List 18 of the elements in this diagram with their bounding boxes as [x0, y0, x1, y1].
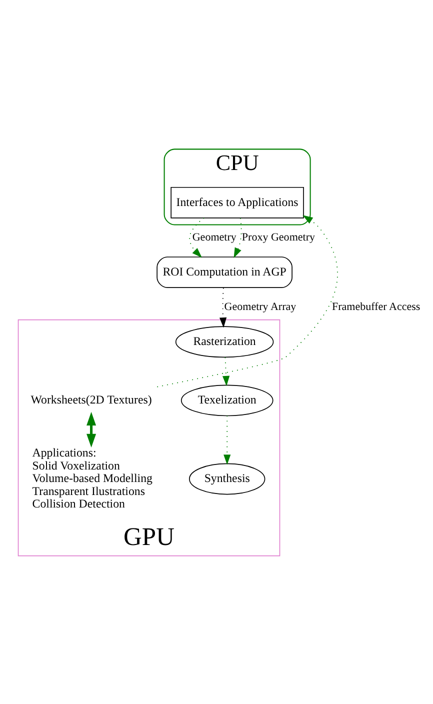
arrow	[222, 356, 230, 386]
edge-label: Proxy Geometry	[242, 230, 316, 243]
node-text: Applications: Solid Voxelization Volume-based Modelling Transparent Ilustrations Collision Detection	[32, 445, 152, 510]
edge-label: Geometry Array	[224, 300, 296, 312]
node-box: Interfaces to Applications	[170, 186, 304, 218]
node-box: ROI Computation in AGP	[156, 256, 292, 288]
arrow	[234, 217, 242, 258]
node-ellipse: Synthesis	[189, 462, 266, 494]
arrow	[86, 411, 96, 448]
node-ellipse: Rasterization	[175, 326, 274, 358]
node-ellipse: Texelization	[180, 384, 274, 416]
arrow	[219, 286, 227, 328]
arrow	[189, 217, 204, 258]
arrow	[156, 214, 338, 387]
node-text: Worksheets(2D Textures)	[30, 392, 152, 406]
edge-label: Framebuffer Access	[332, 300, 420, 312]
arrow	[224, 414, 231, 464]
edge-label: Geometry	[192, 230, 236, 243]
